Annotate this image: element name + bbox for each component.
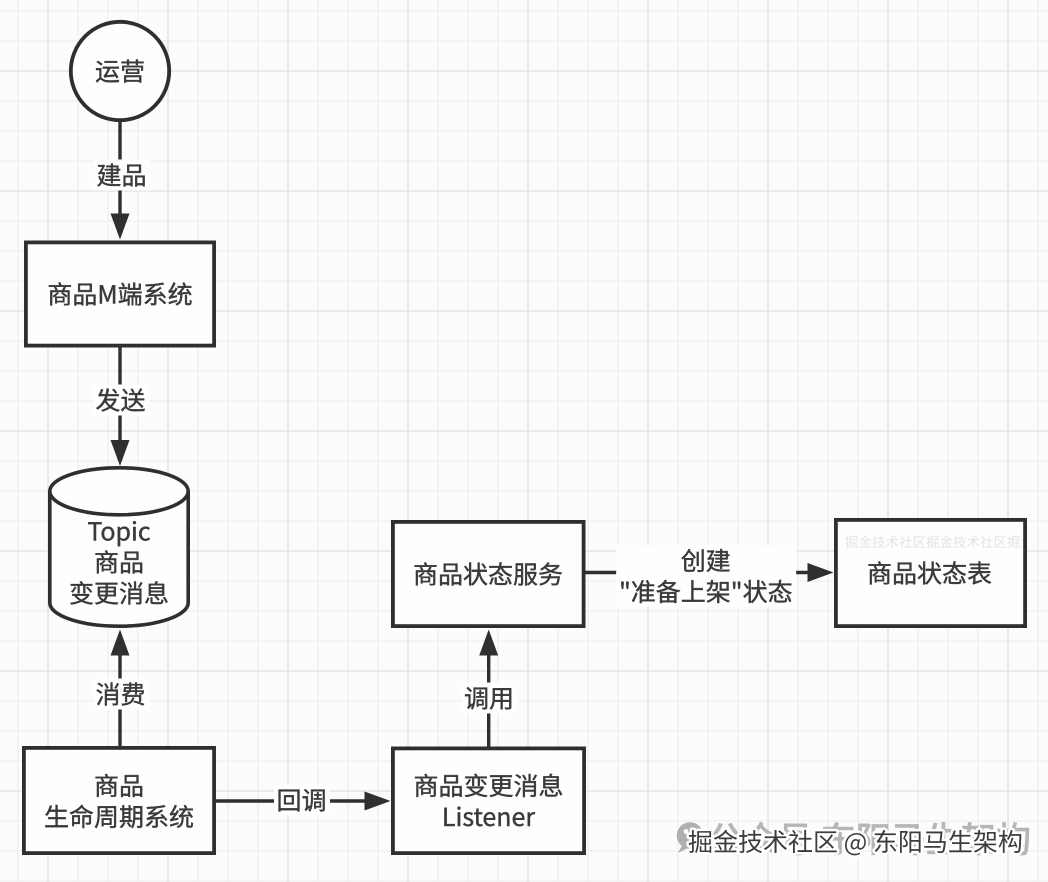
svg-text:公众号 东阳马生架构: 公众号 东阳马生架构 <box>708 812 1031 863</box>
svg-text:掘金技术社区 @ 东阳马生架构: 掘金技术社区 @ 东阳马生架构 <box>688 823 1023 859</box>
